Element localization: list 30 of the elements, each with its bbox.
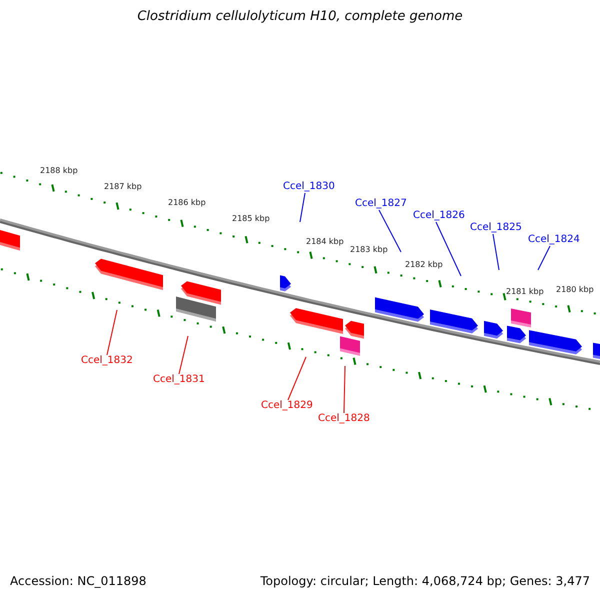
scale-label: 2186 kbp [168, 197, 206, 209]
scale-label: 2182 kbp [405, 259, 443, 271]
scale-label: 2185 kbp [232, 213, 270, 225]
leader-line [300, 192, 306, 222]
leader-line [492, 234, 500, 270]
leader-line [538, 246, 550, 270]
leader-line [288, 356, 306, 400]
gene-label: Ccel_1831 [153, 374, 205, 386]
leader-line [178, 336, 188, 374]
gene-label: Ccel_1832 [81, 355, 133, 367]
gene-label: Ccel_1829 [261, 400, 313, 412]
leader-line [378, 210, 402, 252]
leader-line [344, 366, 346, 414]
gene-label: Ccel_1828 [318, 413, 370, 425]
gene-label: Ccel_1827 [355, 198, 407, 210]
scale-label: 2188 kbp [40, 165, 78, 177]
scale-label: 2180 kbp [556, 284, 594, 296]
scale-label: 2187 kbp [104, 181, 142, 193]
leader-line [106, 310, 118, 356]
gene-label: Ccel_1826 [413, 210, 465, 222]
scale-label: 2181 kbp [506, 286, 544, 298]
title: Clostridium cellulolyticum H10, complete genome [136, 11, 464, 23]
leader-line [436, 222, 462, 276]
gene-label: Ccel_1824 [528, 234, 580, 246]
genome-stats-text: Topology: circular; Length: 4,068,724 bp; Genes: 3,477 [260, 575, 590, 587]
scale-label: 2183 kbp [350, 244, 388, 256]
accession-text: Accession: NC_011898 [10, 575, 146, 587]
scale-label: 2184 kbp [306, 236, 344, 248]
gene-label: Ccel_1825 [470, 222, 522, 234]
gene-label: Ccel_1830 [283, 181, 335, 193]
